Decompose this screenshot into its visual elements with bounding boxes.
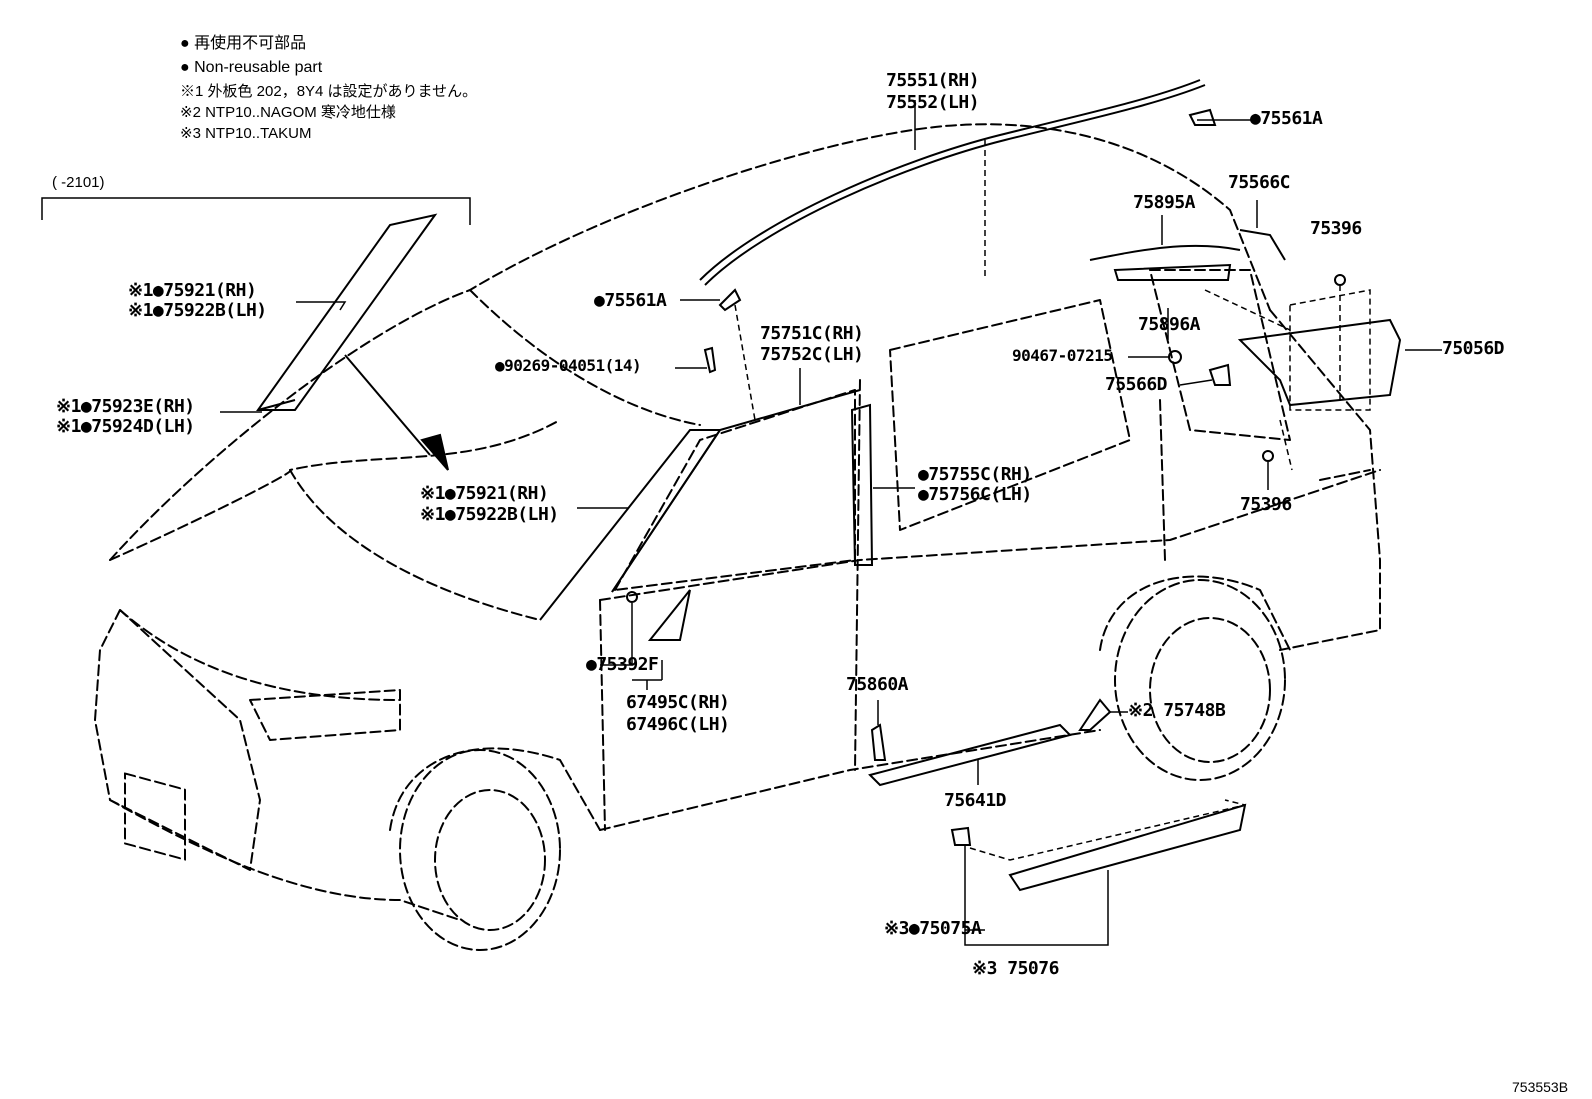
license-plate [124, 772, 186, 861]
clip-75860a [870, 723, 887, 761]
b-pillar [854, 379, 861, 771]
clip-75396-top [1334, 274, 1346, 286]
door-sash-part [850, 403, 874, 566]
part-75895a[interactable]: 75895A [1133, 192, 1196, 213]
clip-75075a [950, 826, 972, 846]
front-wheel-outer [399, 749, 561, 951]
part-75921-b[interactable]: ※1●75921(RH) [420, 483, 549, 504]
front-wheel-arch [389, 747, 601, 831]
clip-75392f [626, 591, 638, 603]
pillar-garnish-part [256, 213, 438, 411]
rocker-molding-part [868, 723, 1072, 787]
hood-front-edge [119, 609, 401, 701]
rear-wheel-arch [1099, 575, 1291, 651]
part-75921-a[interactable]: ※1●75921(RH) [128, 280, 257, 301]
rear-side-window [889, 299, 1131, 531]
roof-molding-part [699, 79, 1201, 281]
front-bumper [109, 799, 461, 921]
part-75076[interactable]: ※3 75076 [972, 958, 1059, 979]
part-67496c[interactable]: 67496C(LH) [626, 714, 730, 735]
part-75748b[interactable]: ※2 75748B [1128, 700, 1226, 721]
part-75392f[interactable]: ●75392F [586, 654, 659, 675]
windshield-line [469, 289, 701, 426]
clip-75396-bot [1262, 450, 1274, 462]
date-range-label: ( -2101) [52, 174, 105, 191]
part-75860a[interactable]: 75860A [846, 674, 909, 695]
headlamp [249, 689, 401, 741]
legend-line-1: ● 再使用不可部品 [180, 35, 307, 52]
rear-body [1269, 309, 1381, 651]
front-door-window [614, 389, 856, 591]
part-75561a-top[interactable]: ●75561A [1250, 108, 1323, 129]
clip-75561a-top [1188, 108, 1217, 126]
clip-90269 [703, 346, 717, 374]
sliding-door-rear-edge [1159, 399, 1166, 561]
legend-note-2: ※2 NTP10..NAGOM 寒冷地仕様 [180, 104, 396, 121]
part-75922b-a[interactable]: ※1●75922B(LH) [128, 300, 267, 321]
grille-outline [94, 609, 261, 871]
part-75396-top[interactable]: 75396 [1310, 218, 1362, 239]
part-90467[interactable]: 90467-07215 [1012, 346, 1113, 365]
part-75561a-left[interactable]: ●75561A [594, 290, 667, 311]
part-75751c[interactable]: 75751C(RH) [760, 323, 864, 344]
part-75896a[interactable]: 75896A [1138, 314, 1201, 335]
front-door-frame-part [611, 389, 861, 593]
side-step-part [1008, 803, 1247, 892]
rear-wheel-outer [1114, 579, 1286, 781]
legend-note-1: ※1 外板色 202，8Y4 は設定がありません。 [180, 83, 478, 100]
part-75755c[interactable]: ●75755C(RH) [918, 464, 1032, 485]
part-75075a[interactable]: ※3●75075A [884, 918, 982, 939]
diagram-id: 753553B [1512, 1079, 1569, 1095]
part-75566d[interactable]: 75566D [1105, 374, 1168, 395]
roof-rail-part [1089, 244, 1241, 261]
door-triangle-part [647, 589, 691, 641]
rear-quarter-window [1149, 269, 1291, 441]
legend-line-2: ● Non-reusable part [180, 59, 323, 76]
part-75056d[interactable]: 75056D [1442, 338, 1505, 359]
body-side-beltline [599, 469, 1381, 601]
legend-note-3: ※3 NTP10..TAKUM [180, 125, 312, 142]
detail-arrow [344, 354, 431, 456]
roof-outline [109, 123, 1271, 561]
part-90269[interactable]: ●90269-04051(14) [495, 356, 642, 375]
part-75756c[interactable]: ●75756C(LH) [918, 484, 1032, 505]
part-75396-bot[interactable]: 75396 [1240, 494, 1292, 515]
spoiler-part [1237, 318, 1402, 407]
part-75551[interactable]: 75551(RH) [886, 70, 980, 91]
part-75641d[interactable]: 75641D [944, 790, 1007, 811]
part-67495c[interactable]: 67495C(RH) [626, 692, 730, 713]
part-75923e[interactable]: ※1●75923E(RH) [56, 396, 195, 417]
rear-lamp [1319, 469, 1371, 481]
hood-crease [289, 469, 541, 621]
part-75924d[interactable]: ※1●75924D(LH) [56, 416, 195, 437]
clip-75561a-left [718, 288, 742, 312]
clip-75566d [1208, 363, 1232, 386]
mud-flap-part [1078, 698, 1112, 731]
part-75566c[interactable]: 75566C [1228, 172, 1291, 193]
front-wheel-inner [434, 789, 546, 931]
body-side-lower [599, 729, 1101, 831]
part-75752c[interactable]: 75752C(LH) [760, 344, 864, 365]
part-75922b-b[interactable]: ※1●75922B(LH) [420, 504, 559, 525]
part-75552[interactable]: 75552(LH) [886, 92, 980, 113]
rear-wheel-inner [1149, 617, 1271, 763]
front-door-front-edge [599, 599, 606, 831]
